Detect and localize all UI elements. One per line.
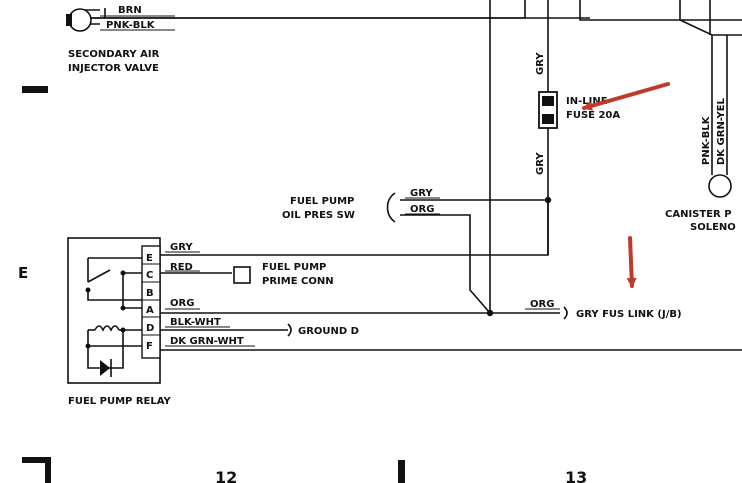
pnk-blk-label: PNK-BLK [106,20,156,31]
canister-label-1: CANISTER P [665,209,732,220]
secondary-air-injector-valve: SECONDARY AIR INJECTOR VALVE [66,8,160,74]
oil-sw-label-2: OIL PRES SW [282,210,355,221]
annotation-arrow-fus-link [626,236,637,288]
pin-b: B [146,288,154,299]
grid-number-12: 12 [215,468,237,483]
grid-footer: 12 13 [22,457,587,483]
canister-purge-solenoid: PNK-BLK DK GRN-YEL CANISTER P SOLENO [665,35,736,233]
wire-f-label: DK GRN-WHT [170,336,244,347]
wire-a-label: ORG [170,298,194,309]
pin-c: C [146,270,153,281]
brn-wire [90,0,526,19]
top-wire-group: BRN PNK-BLK [75,0,590,31]
relay-wires: GRY RED FUEL PUMP PRIME CONN ORG BLK-WHT… [160,200,742,351]
pin-e: E [146,253,153,264]
fuse-top-wire-label: GRY [535,52,546,75]
gry-wire-e [160,200,549,256]
secondary-air-label-2: INJECTOR VALVE [68,63,159,74]
pin-f: F [146,341,153,352]
canister-wire2-label: DK GRN-YEL [716,97,727,165]
prime-conn-symbol [233,266,251,284]
margin-dash [22,86,48,93]
oil-sw-label-1: FUEL PUMP [290,196,354,207]
wire-d-label: BLK-WHT [170,317,221,328]
grid-number-13: 13 [565,468,587,483]
oil-sw-wire2-label: ORG [410,204,434,215]
wire-e-label: GRY [170,242,193,253]
fuse-bottom-wire-label: GRY [535,152,546,175]
solenoid-symbol [708,174,732,198]
wire-c-label: RED [170,262,193,273]
secondary-air-label-1: SECONDARY AIR [68,49,160,60]
prime-conn-label-1: FUEL PUMP [262,262,326,273]
canister-wire1-label: PNK-BLK [701,115,712,165]
pin-d: D [146,323,154,334]
annotation-arrow-fuse [582,82,670,111]
relay-title: FUEL PUMP RELAY [68,396,172,407]
ground-label: GROUND D [298,326,359,337]
margin-letter: E [18,264,28,282]
fus-link-label: GRY FUS LINK (J/B) [576,309,682,320]
fusible-link: ORG GRY FUS LINK (J/B) [525,299,682,320]
valve-symbol [68,8,92,32]
fuel-pump-relay: E C B A D F FUEL PUMP RELAY [67,237,172,407]
fuse-label-2: FUSE 20A [566,110,620,121]
prime-conn-label-2: PRIME CONN [262,276,334,287]
oil-pressure-switch: FUEL PUMP OIL PRES SW GRY ORG [282,188,552,314]
brn-label: BRN [118,5,142,16]
fus-link-wire-label: ORG [530,299,554,310]
oil-sw-wire1-label: GRY [410,188,433,199]
relay-connector [141,245,161,359]
pin-a: A [146,305,154,316]
canister-label-2: SOLENO [690,222,736,233]
